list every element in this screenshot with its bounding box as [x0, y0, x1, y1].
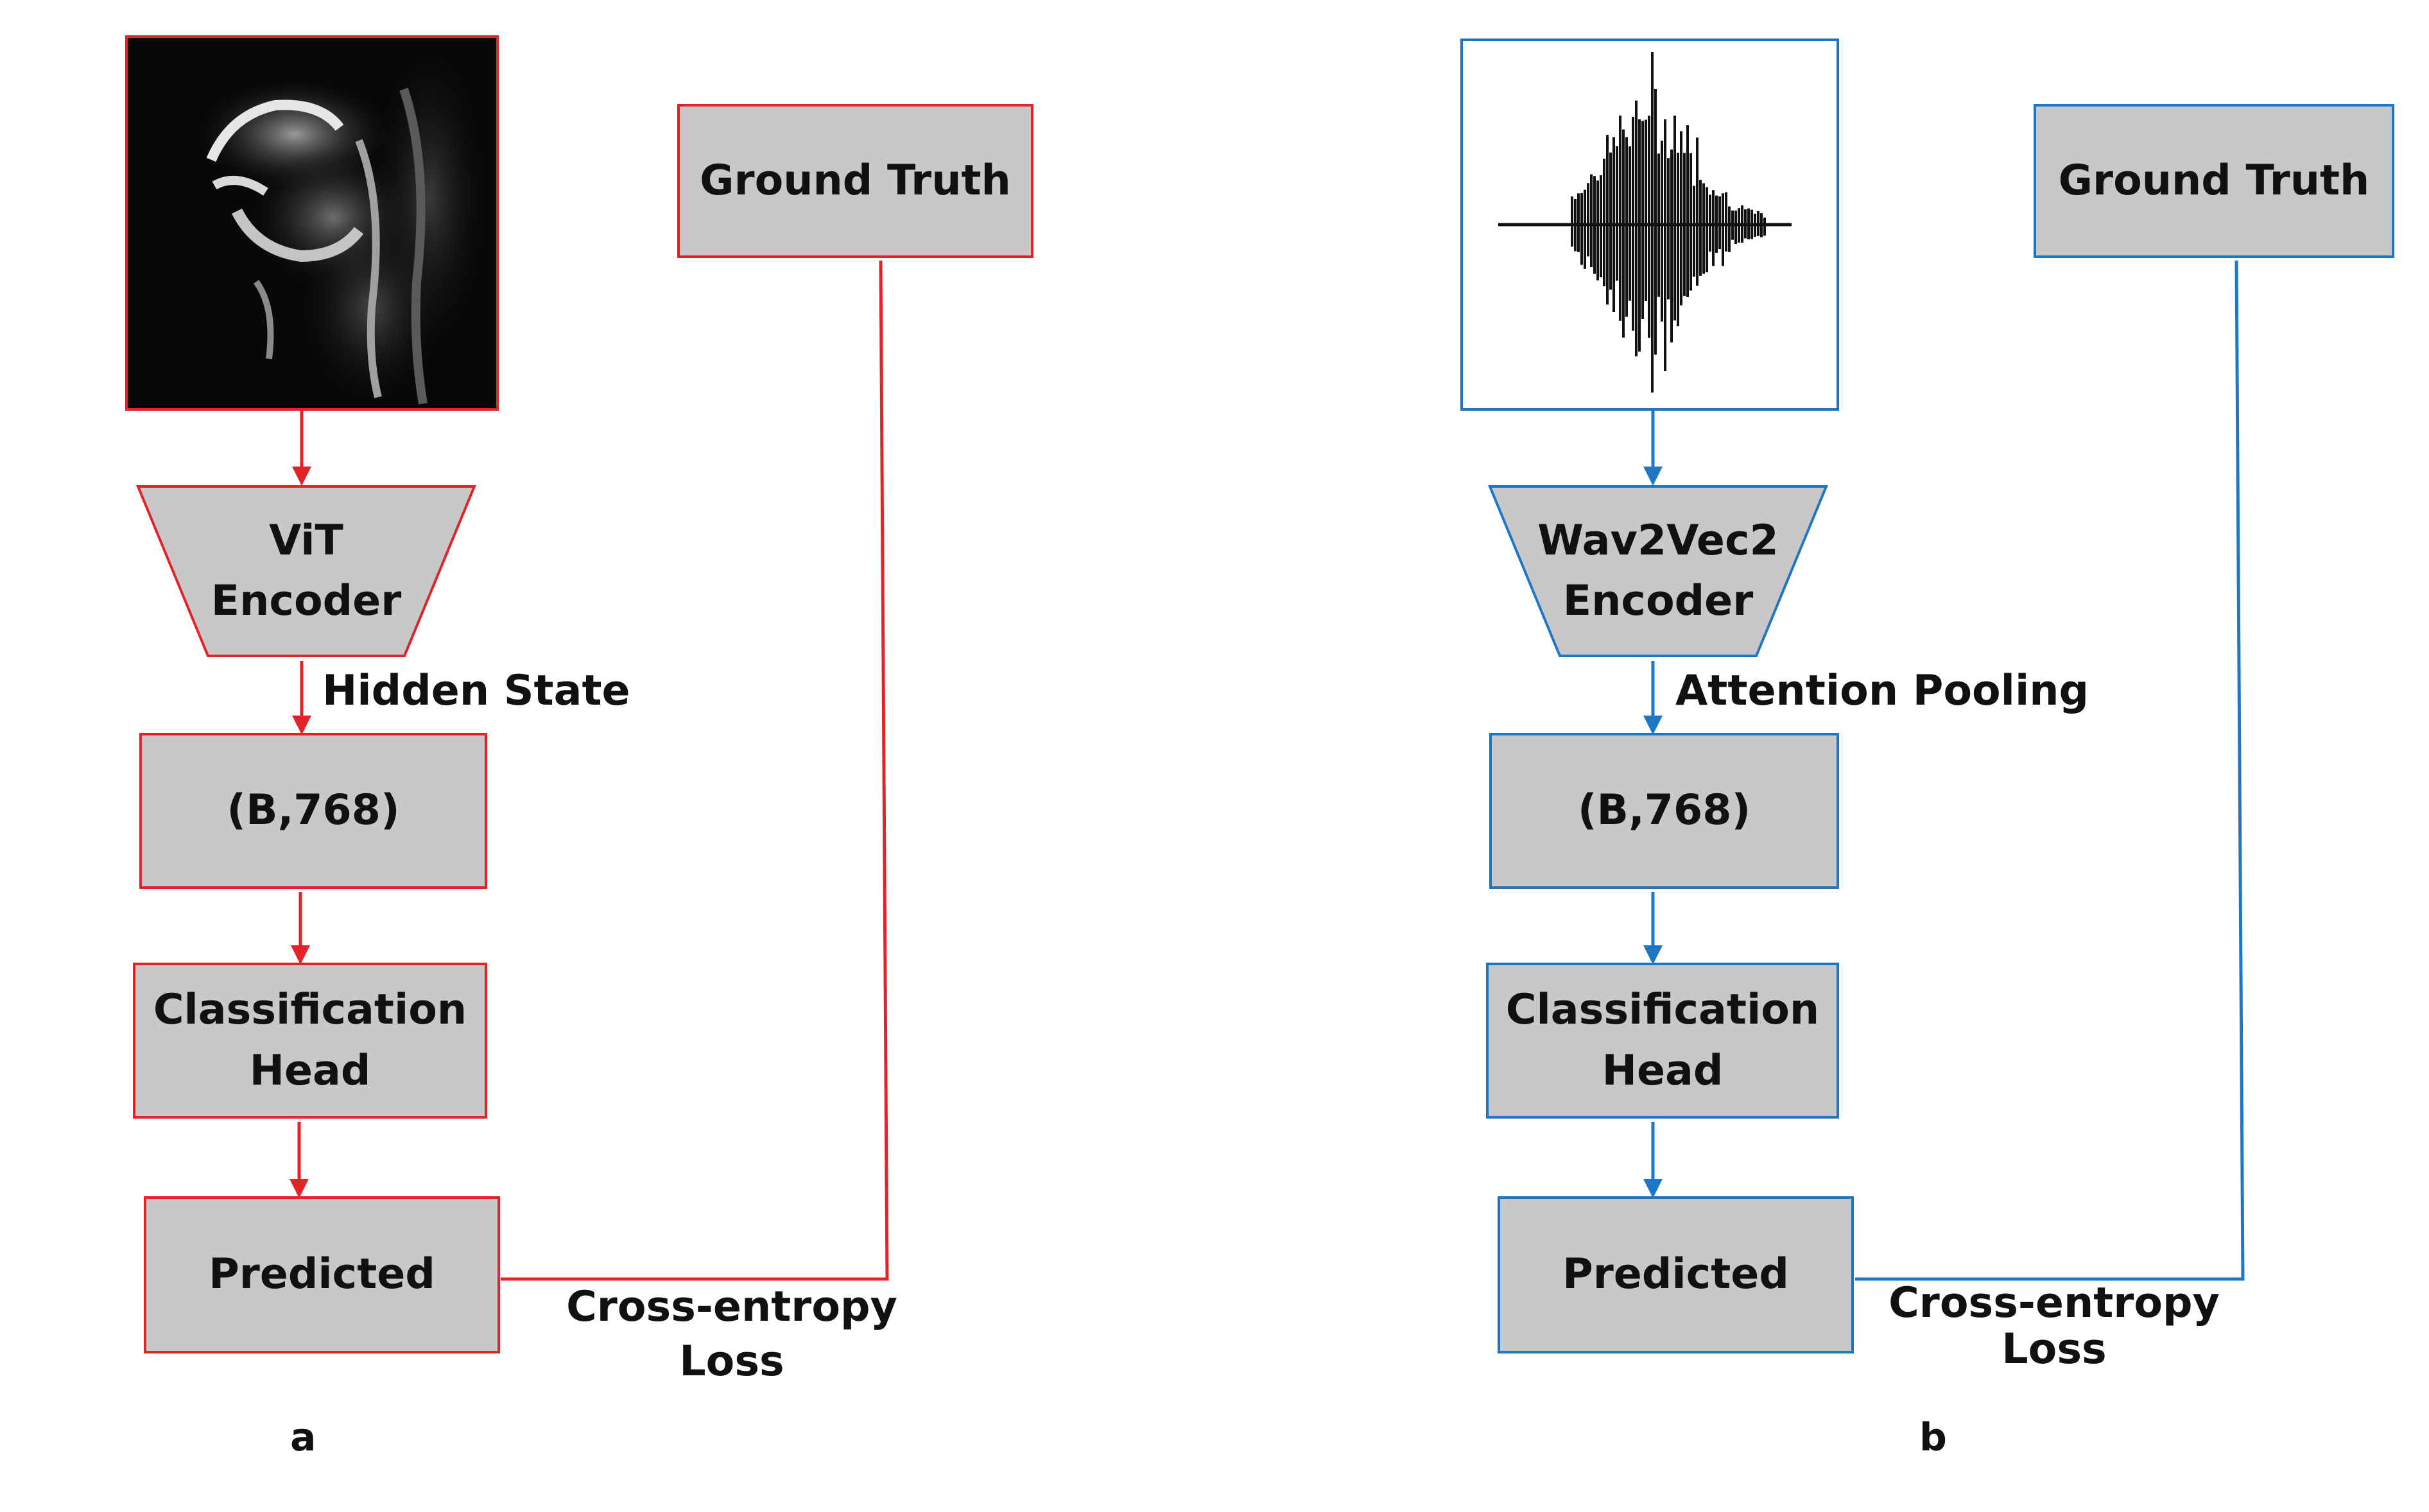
- loss-line-b: [1855, 260, 2245, 1281]
- encoder-line2: Encoder: [211, 577, 402, 625]
- head-line1: Classification: [1505, 986, 1820, 1035]
- ground-truth-label: Ground Truth: [2058, 156, 2370, 205]
- hidden-state-label: Hidden State: [322, 667, 630, 715]
- predicted-label: Predicted: [209, 1250, 435, 1299]
- panel-letter-a: a: [290, 1415, 316, 1460]
- predicted-label: Predicted: [1562, 1250, 1789, 1299]
- encoder-line2: Encoder: [1562, 577, 1754, 625]
- vit-encoder-shape: [136, 485, 476, 657]
- encoder-line1: ViT: [269, 516, 343, 565]
- attention-pooling-label: Attention Pooling: [1675, 667, 2089, 715]
- mri-image-graphic: [128, 38, 496, 408]
- loss-line2: Loss: [2001, 1325, 2107, 1373]
- encoder-line1: Wav2Vec2: [1537, 516, 1779, 565]
- panel-letter-b: b: [1919, 1415, 1947, 1460]
- ground-truth-box-b: Ground Truth: [2034, 104, 2394, 258]
- loss-line-a: [501, 260, 889, 1281]
- classification-head-box-b: Classification Head: [1486, 963, 1839, 1119]
- shape-label: (B,768): [1577, 786, 1751, 835]
- vit-encoder-label: ViT Encoder: [136, 485, 476, 658]
- predicted-box-a: Predicted: [144, 1196, 500, 1353]
- loss-label-b: Cross-entropy Loss: [1887, 1280, 2221, 1372]
- mri-input-image: [125, 35, 499, 411]
- ground-truth-label: Ground Truth: [700, 156, 1011, 205]
- loss-line1: Cross-entropy: [566, 1283, 897, 1331]
- head-line1: Classification: [153, 986, 467, 1035]
- shape-label: (B,768): [227, 786, 400, 835]
- wav2vec2-encoder-shape: [1488, 485, 1828, 657]
- ground-truth-box-a: Ground Truth: [677, 104, 1033, 258]
- classification-head-box-a: Classification Head: [133, 963, 487, 1119]
- loss-label-a: Cross-entropy Loss: [565, 1280, 899, 1389]
- head-line2: Head: [249, 1046, 371, 1095]
- head-line2: Head: [1602, 1046, 1724, 1095]
- loss-line1: Cross-entropy: [1889, 1279, 2220, 1327]
- shape-box-a: (B,768): [139, 733, 487, 889]
- shape-box-b: (B,768): [1489, 733, 1839, 889]
- wav2vec2-encoder-label: Wav2Vec2 Encoder: [1488, 485, 1828, 658]
- waveform-graphic: [1498, 51, 1792, 393]
- waveform-input-image: [1460, 39, 1839, 411]
- loss-line2: Loss: [679, 1337, 784, 1386]
- predicted-box-b: Predicted: [1498, 1196, 1854, 1353]
